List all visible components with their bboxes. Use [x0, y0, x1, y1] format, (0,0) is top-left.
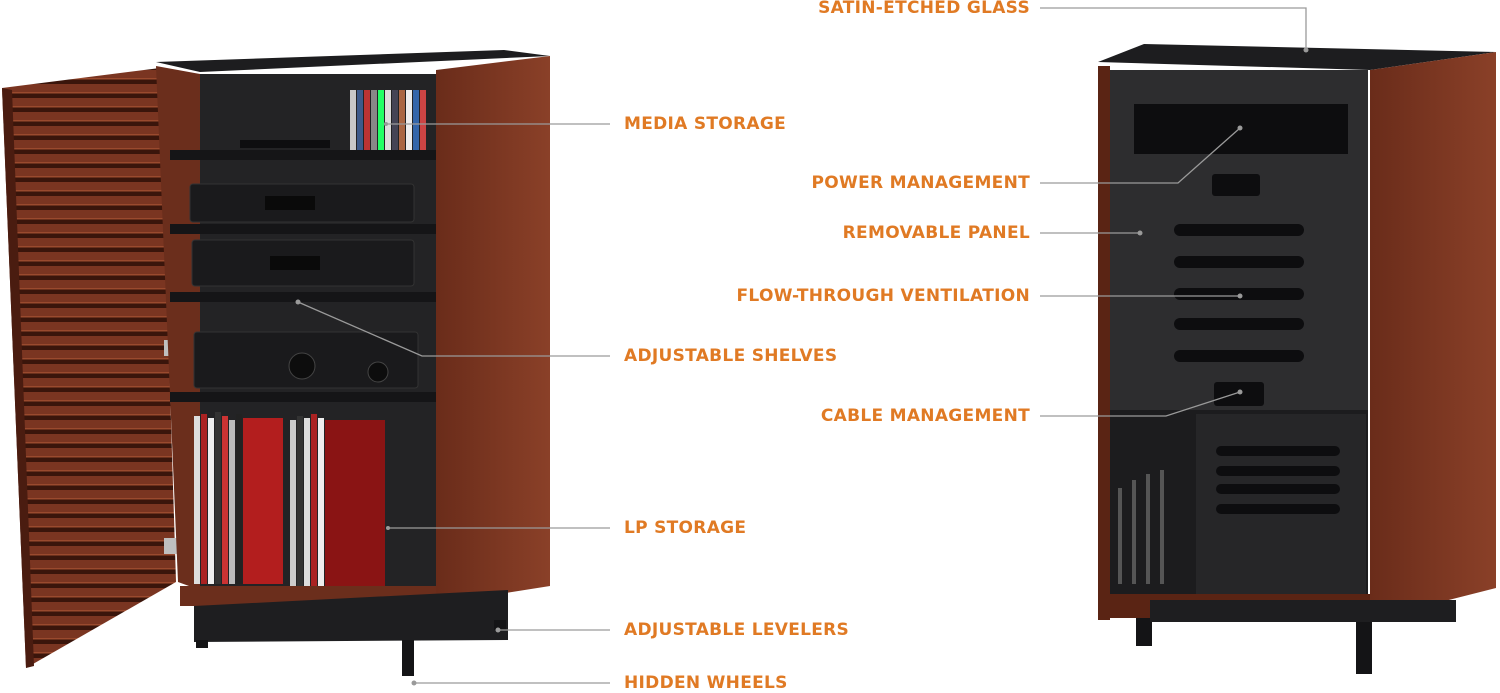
cabinet-side-panel: [436, 56, 550, 604]
shelf-1: [170, 150, 436, 160]
door-edge: [2, 88, 34, 668]
shelf-4: [170, 392, 436, 402]
callout-adjustable-levelers: ADJUSTABLE LEVELERS: [624, 620, 850, 640]
cabinet-top-glass: [156, 50, 550, 72]
lp-records: [194, 412, 385, 592]
back-cabinet: [1098, 44, 1496, 674]
back-steel-leg-left: [1136, 618, 1152, 646]
cable-cutout-top: [1212, 174, 1260, 196]
leader-lines: [297, 7, 1307, 684]
lower-ventilation-slots: [1216, 446, 1340, 514]
leader-satin-etched-glass: [1040, 7, 1307, 50]
leveler-left: [196, 640, 208, 648]
callout-hidden-wheels: HIDDEN WHEELS: [624, 673, 788, 693]
callout-flow-through-ventilation: FLOW-THROUGH VENTILATION: [736, 286, 1030, 306]
slatted-door: [2, 68, 176, 668]
back-steel-base: [1150, 600, 1456, 622]
leveler-front: [402, 640, 414, 676]
callout-adjustable-shelves: ADJUSTABLE SHELVES: [624, 346, 838, 366]
leader-dots: [295, 47, 1309, 686]
back-steel-leg-right: [1356, 618, 1372, 674]
steel-base: [194, 590, 508, 642]
leader-power-management: [1040, 127, 1241, 184]
leader-cable-management: [1040, 391, 1241, 417]
callout-media-storage: MEDIA STORAGE: [624, 114, 787, 134]
callout-lp-storage: LP STORAGE: [624, 518, 747, 538]
lp-dividers: [1118, 470, 1164, 584]
callout-removable-panel: REMOVABLE PANEL: [842, 223, 1030, 243]
cabinet-left-wall: [156, 66, 200, 590]
shelf-3: [170, 292, 436, 302]
back-right-side: [1370, 52, 1496, 620]
leveler-right: [494, 620, 506, 630]
remote-control: [240, 140, 330, 148]
media-cases: [350, 90, 426, 150]
callout-power-management: POWER MANAGEMENT: [811, 173, 1030, 193]
back-left-side: [1098, 66, 1110, 620]
front-cabinet: [2, 50, 550, 676]
leader-adjustable-shelves: [297, 301, 610, 357]
back-top-glass: [1098, 44, 1496, 70]
shelf-2: [170, 224, 436, 234]
callout-satin-etched-glass: SATIN-ETCHED GLASS: [818, 0, 1030, 18]
callout-cable-management: CABLE MANAGEMENT: [820, 406, 1030, 426]
